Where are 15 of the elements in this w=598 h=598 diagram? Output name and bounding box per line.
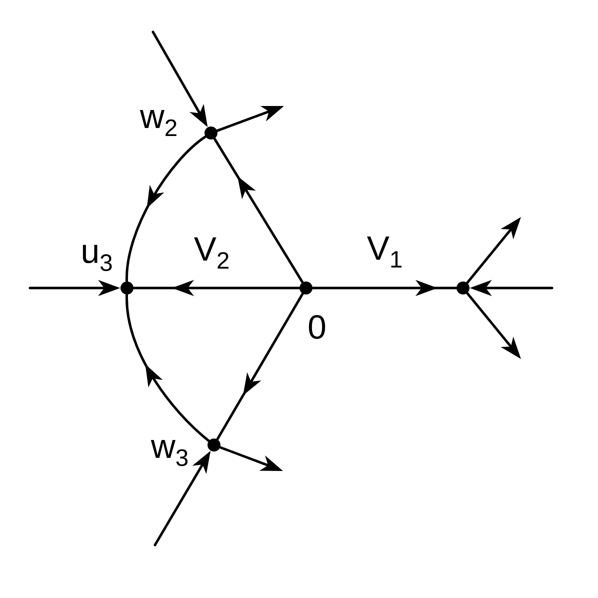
trajectory-arrow	[126, 293, 210, 442]
trajectory-arrow	[126, 135, 207, 283]
point-label: w$_{2}$	[140, 110, 176, 136]
trajectory-arrow	[216, 292, 304, 440]
fixed-point-dot	[300, 282, 312, 294]
fixed-point-dot	[204, 126, 218, 140]
trajectory-arrow	[213, 137, 304, 284]
edge-label: V$_{2}$	[192, 236, 232, 270]
point-label: 0	[308, 315, 326, 339]
fixed-point-dot	[208, 438, 220, 452]
point-label: u$_{3}$	[82, 244, 112, 272]
fixed-point-dot	[120, 282, 134, 294]
edge-label: V$_{1}$	[366, 235, 404, 269]
point-label: w$_{3}$	[150, 440, 188, 466]
fixed-point-dot	[456, 282, 470, 294]
